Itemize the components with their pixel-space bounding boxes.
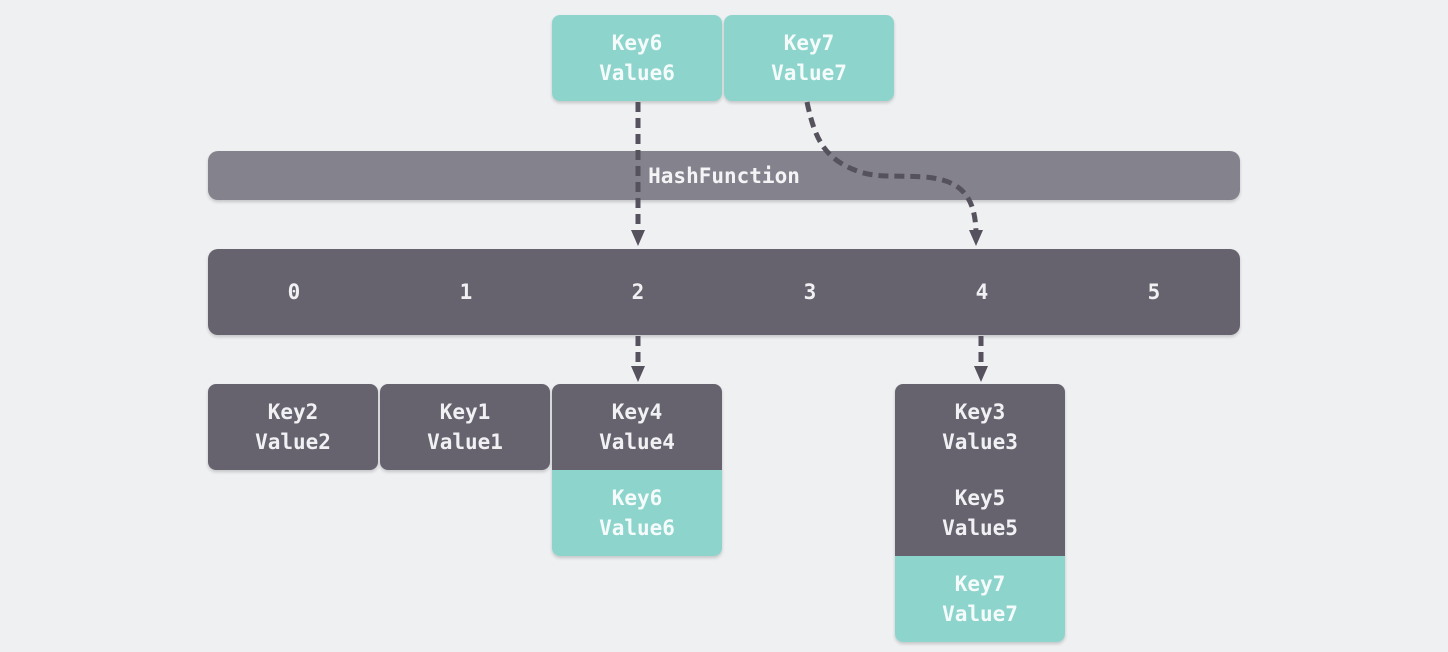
entry-key: Key7 [954, 572, 1006, 596]
hash-function-bar: HashFunction [208, 151, 1240, 200]
entry-key: Key7 [783, 31, 835, 55]
chain-entry-key1: Key1 Value1 [380, 384, 550, 470]
arrowhead-key6 [631, 230, 645, 246]
bucket-1: 1 [459, 280, 473, 304]
chain-entry-key7: Key7 Value7 [895, 556, 1065, 642]
incoming-entry-key6: Key6 Value6 [552, 15, 722, 101]
bucket-5: 5 [1147, 280, 1161, 304]
entry-key: Key3 [954, 400, 1006, 424]
arrowhead-key7 [969, 230, 983, 246]
chain-entry-key6: Key6 Value6 [552, 470, 722, 556]
entry-value: Value2 [255, 430, 331, 454]
bucket-array: 0 1 2 3 4 5 [208, 249, 1240, 335]
entry-key: Key6 [611, 486, 663, 510]
bucket-2: 2 [631, 280, 645, 304]
entry-key: Key4 [611, 400, 663, 424]
entry-key: Key5 [954, 486, 1006, 510]
arrowhead-bucket-2 [631, 366, 645, 382]
chain-bucket-1: Key1 Value1 [380, 384, 550, 470]
entry-key: Key6 [611, 31, 663, 55]
chain-bucket-4: Key3 Value3 Key5 Value5 Key7 Value7 [895, 384, 1065, 642]
incoming-entry-key7: Key7 Value7 [724, 15, 894, 101]
entry-value: Value1 [427, 430, 503, 454]
hash-function-label: HashFunction [648, 163, 800, 188]
chain-bucket-0: Key2 Value2 [208, 384, 378, 470]
chain-entry-key2: Key2 Value2 [208, 384, 378, 470]
bucket-0: 0 [287, 280, 301, 304]
entry-value: Value6 [599, 516, 675, 540]
arrowhead-bucket-4 [974, 366, 988, 382]
entry-key: Key1 [439, 400, 491, 424]
entry-value: Value3 [942, 430, 1018, 454]
entry-value: Value6 [599, 61, 675, 85]
chain-entry-key4: Key4 Value4 [552, 384, 722, 470]
bucket-4: 4 [975, 280, 989, 304]
entry-value: Value7 [942, 602, 1018, 626]
chain-entry-key5: Key5 Value5 [895, 470, 1065, 556]
bucket-3: 3 [803, 280, 817, 304]
chain-bucket-2: Key4 Value4 Key6 Value6 [552, 384, 722, 556]
entry-value: Value5 [942, 516, 1018, 540]
entry-value: Value7 [771, 61, 847, 85]
arrow-key7-to-bucket-4 [804, 101, 979, 233]
entry-key: Key2 [267, 400, 319, 424]
entry-value: Value4 [599, 430, 675, 454]
chain-entry-key3: Key3 Value3 [895, 384, 1065, 470]
